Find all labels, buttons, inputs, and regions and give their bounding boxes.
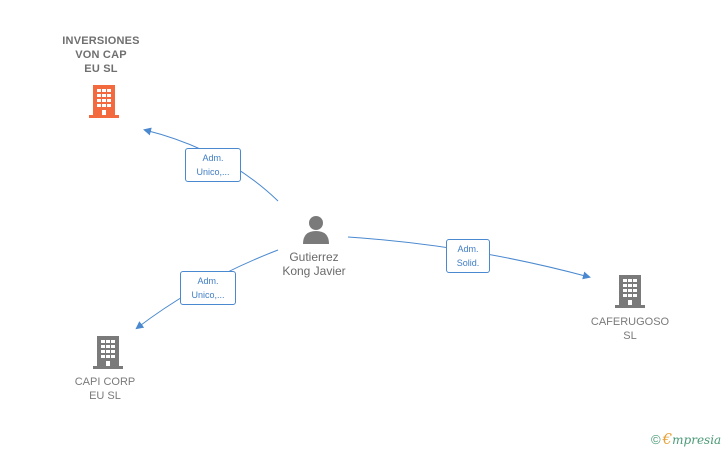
building-icon[interactable] [92,334,124,370]
building-icon[interactable] [614,273,646,309]
copyright-icon: © [651,432,661,447]
person-name[interactable]: Gutierrez Kong Javier [282,250,346,278]
edge-label-to-inversiones[interactable]: Adm. Unico,... [185,148,241,182]
company-name-capi-corp[interactable]: CAPI CORP EU SL [74,376,136,402]
person-icon[interactable] [301,214,331,244]
edge-label-to-capi[interactable]: Adm. Unico,... [180,271,236,305]
building-icon[interactable] [88,83,120,119]
company-name-caferugoso[interactable]: CAFERUGOSO SL [590,316,670,342]
brand-e: € [662,430,673,448]
company-name-inversiones[interactable]: INVERSIONES VON CAP EU SL [62,35,140,75]
brand-name: mpresia [672,433,722,447]
edge-label-to-caferugoso[interactable]: Adm. Solid. [446,239,490,273]
brand-logo: ©€mpresia [651,430,721,448]
